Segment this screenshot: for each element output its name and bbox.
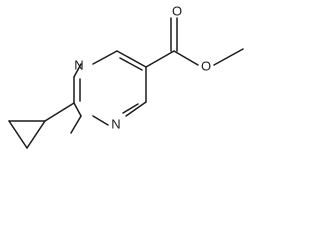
atom-n-top: N: [74, 58, 83, 73]
bond-c5-carbonyl: [145, 50, 175, 68]
bond-n1-c2: [73, 63, 82, 78]
molecule-svg: N N O O: [8, 4, 244, 149]
atom-o-carbonyl: O: [172, 4, 182, 19]
bond-n1-c6: [70, 115, 82, 134]
bond-c2-n3: [73, 102, 82, 117]
cyclopropyl-bond-3: [26, 120, 46, 149]
bond-n1-c6-top: [92, 50, 118, 65]
atom-n-bottom: N: [111, 117, 120, 132]
bond-c4-n3: [125, 101, 147, 117]
structure-diagram: N N O O: [8, 3, 244, 149]
atom-o-ester: O: [201, 59, 211, 74]
bond-carbonyl-o-ester: [173, 50, 199, 66]
double-bond-c6-c5: [119, 57, 143, 71]
bond-o-methyl: [213, 48, 244, 66]
bond-n3-c2-bottom: [92, 115, 109, 126]
cyclopropyl-bond-2: [8, 120, 28, 149]
double-bond-c4-n3: [122, 103, 139, 114]
bond-c2-cyclopropyl: [44, 102, 75, 122]
bond-c6-c5: [116, 50, 147, 68]
